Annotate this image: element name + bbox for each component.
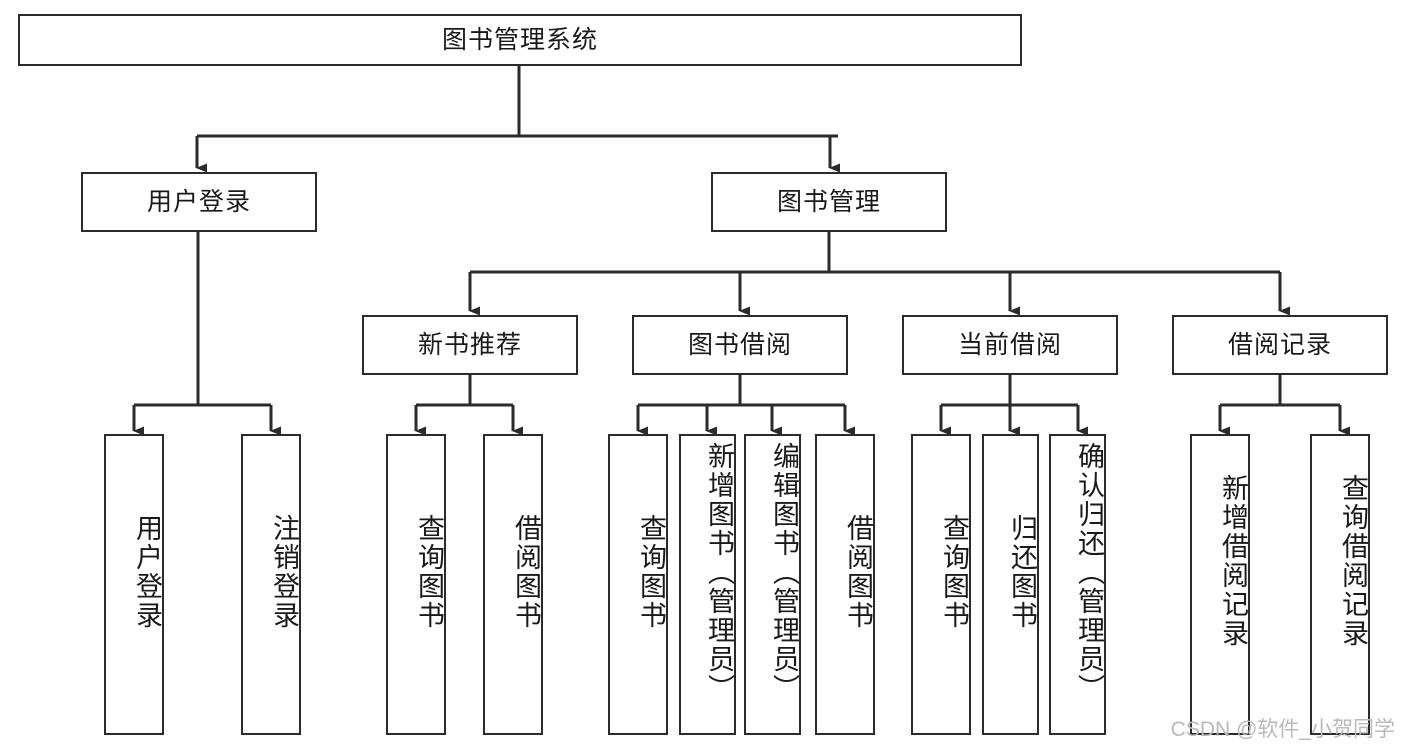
node-label: 编辑图书（管理员） bbox=[769, 442, 799, 703]
node-label: 查询借阅记录 bbox=[1338, 474, 1368, 648]
leaf-book-borrow-add-book-admin[interactable]: 新增图书（管理员） bbox=[679, 434, 736, 735]
node-label: 借阅图书 bbox=[511, 514, 541, 630]
node-book-management[interactable]: 图书管理 bbox=[711, 172, 947, 232]
node-label: 新增借阅记录 bbox=[1218, 474, 1248, 648]
node-label: 注销登录 bbox=[269, 514, 299, 630]
leaf-user-login-logout[interactable]: 注销登录 bbox=[241, 434, 301, 735]
leaf-new-book-query-book[interactable]: 查询图书 bbox=[386, 434, 446, 735]
node-book-borrow[interactable]: 图书借阅 bbox=[632, 315, 848, 375]
leaf-current-borrow-return-book[interactable]: 归还图书 bbox=[982, 434, 1039, 735]
node-label: 查询图书 bbox=[636, 514, 666, 630]
leaf-borrow-records-query-record[interactable]: 查询借阅记录 bbox=[1310, 434, 1370, 735]
node-label: 用户登录 bbox=[132, 514, 162, 630]
node-label: 用户登录 bbox=[146, 187, 251, 216]
node-label: 图书管理系统 bbox=[441, 25, 598, 54]
node-label: 查询图书 bbox=[939, 514, 969, 630]
node-label: 借阅图书 bbox=[843, 514, 873, 630]
leaf-book-borrow-query-book[interactable]: 查询图书 bbox=[608, 434, 668, 735]
node-label: 借阅记录 bbox=[1227, 330, 1332, 359]
node-label: 新书推荐 bbox=[417, 330, 522, 359]
node-label: 确认归还（管理员） bbox=[1074, 442, 1104, 703]
leaf-borrow-records-add-record[interactable]: 新增借阅记录 bbox=[1190, 434, 1250, 735]
leaf-user-login-login[interactable]: 用户登录 bbox=[104, 434, 164, 735]
leaf-book-borrow-borrow-book[interactable]: 借阅图书 bbox=[815, 434, 875, 735]
node-label: 归还图书 bbox=[1007, 514, 1037, 630]
node-user-login[interactable]: 用户登录 bbox=[81, 172, 317, 232]
node-label: 当前借阅 bbox=[957, 330, 1062, 359]
leaf-current-borrow-confirm-return-admin[interactable]: 确认归还（管理员） bbox=[1049, 434, 1106, 735]
node-root-book-management-system[interactable]: 图书管理系统 bbox=[18, 14, 1022, 66]
node-label: 查询图书 bbox=[414, 514, 444, 630]
node-current-borrow[interactable]: 当前借阅 bbox=[902, 315, 1118, 375]
node-label: 图书借阅 bbox=[687, 330, 792, 359]
leaf-current-borrow-query-book[interactable]: 查询图书 bbox=[911, 434, 971, 735]
node-borrow-records[interactable]: 借阅记录 bbox=[1172, 315, 1388, 375]
leaf-new-book-borrow-book[interactable]: 借阅图书 bbox=[483, 434, 543, 735]
leaf-book-borrow-edit-book-admin[interactable]: 编辑图书（管理员） bbox=[744, 434, 801, 735]
node-label: 图书管理 bbox=[776, 187, 881, 216]
node-new-book-recommend[interactable]: 新书推荐 bbox=[362, 315, 578, 375]
node-label: 新增图书（管理员） bbox=[704, 442, 734, 703]
